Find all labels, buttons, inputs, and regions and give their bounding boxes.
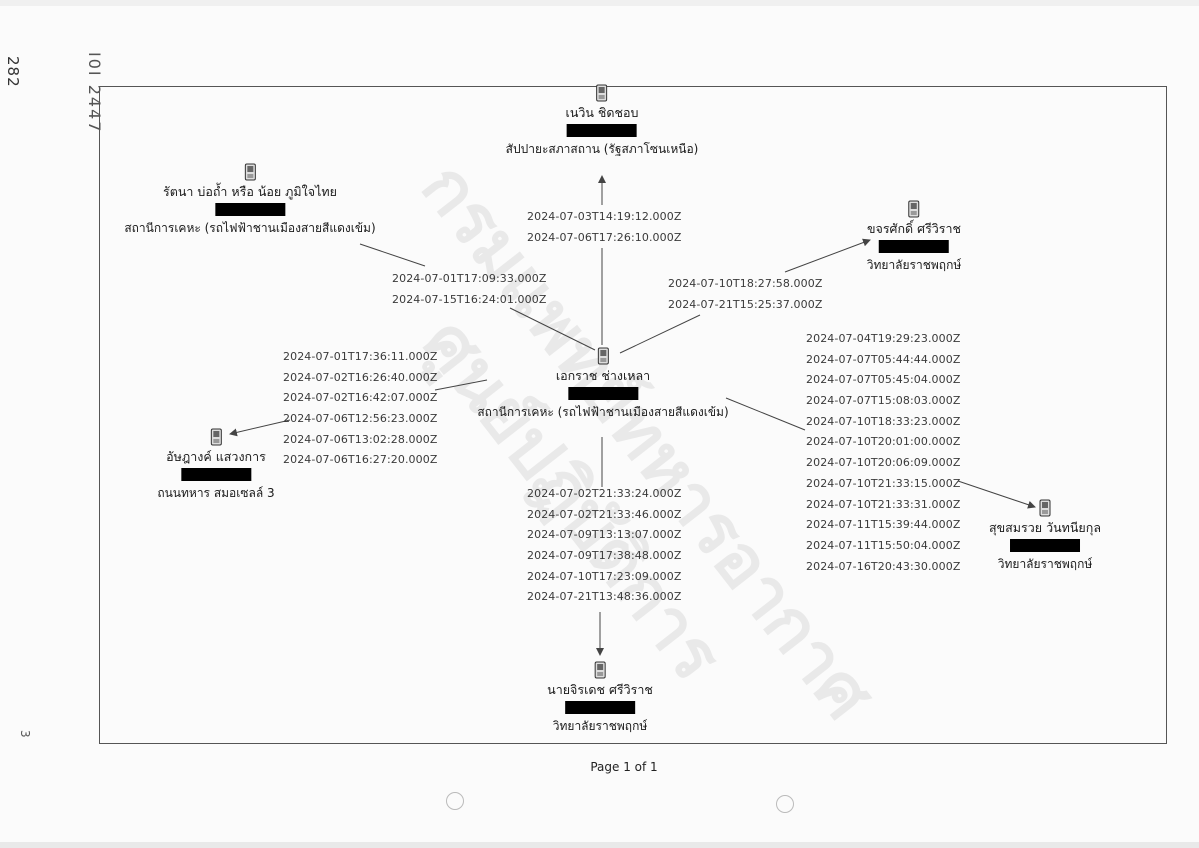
diagram-frame xyxy=(99,86,1167,744)
timestamp: 2024-07-09T13:13:07.000Z xyxy=(527,528,682,542)
punch-hole xyxy=(776,795,794,813)
timestamp: 2024-07-16T20:43:30.000Z xyxy=(806,559,961,573)
node-left-place: ถนนทหาร สมอเซลล์ 3 xyxy=(157,486,275,500)
timestamp: 2024-07-04T19:29:23.000Z xyxy=(806,332,961,345)
timestamp: 2024-07-21T13:48:36.000Z xyxy=(527,590,682,604)
node-left-name: อัษฎางค์ แสวงการ xyxy=(166,449,266,464)
node-right-place: วิทยาลัยราชพฤกษ์ xyxy=(997,557,1093,571)
mobile-phone-icon xyxy=(594,661,606,679)
node-left-redaction xyxy=(181,468,251,481)
timestamps-top-right: 2024-07-10T18:27:58.000Z 2024-07-21T15:2… xyxy=(668,274,822,315)
node-top-right-name: ขจรศักดิ์ ศรีวิราช xyxy=(866,221,962,236)
timestamp: 2024-07-10T17:23:09.000Z xyxy=(527,569,682,583)
node-bottom-redaction xyxy=(564,701,635,714)
node-center[interactable]: เอกราช ช่างเหลา สถานีการเคหะ (รถไฟฟ้าชาน… xyxy=(477,347,729,420)
mobile-phone-icon xyxy=(210,428,222,446)
page-footer: Page 1 of 1 xyxy=(590,760,658,774)
timestamp: 2024-07-11T15:39:44.000Z xyxy=(806,518,961,532)
timestamp: 2024-07-09T17:38:48.000Z xyxy=(527,549,682,563)
timestamp: 2024-07-02T16:42:07.000Z xyxy=(283,391,438,405)
timestamp: 2024-07-21T15:25:37.000Z xyxy=(668,297,823,311)
timestamps-top-left: 2024-07-01T17:09:33.000Z 2024-07-15T16:2… xyxy=(392,269,546,310)
timestamp: 2024-07-10T18:33:23.000Z xyxy=(806,414,961,428)
node-top-place: สัปปายะสภาสถาน (รัฐสภาโซนเหนือ) xyxy=(505,142,699,156)
mobile-phone-icon xyxy=(597,347,609,365)
timestamp: 2024-07-10T18:27:58.000Z xyxy=(668,277,823,290)
timestamp: 2024-07-01T17:36:11.000Z xyxy=(283,350,438,363)
timestamp: 2024-07-10T21:33:15.000Z xyxy=(806,476,961,490)
node-top-left[interactable]: รัตนา บ่อถ้ำ หรือ น้อย ภูมิใจไทย สถานีกา… xyxy=(124,163,376,236)
timestamp: 2024-07-01T17:09:33.000Z xyxy=(392,272,547,285)
node-right[interactable]: สุขสมรวย วันทนียกุล วิทยาลัยราชพฤกษ์ xyxy=(989,499,1101,572)
node-bottom-name: นายจิรเดช ศรีวิราช xyxy=(547,682,653,697)
node-top-right-redaction xyxy=(878,240,949,253)
punch-hole xyxy=(446,792,464,810)
timestamp: 2024-07-02T16:26:40.000Z xyxy=(283,370,438,384)
timestamp: 2024-07-06T13:02:28.000Z xyxy=(283,432,438,446)
timestamps-left: 2024-07-01T17:36:11.000Z 2024-07-02T16:2… xyxy=(283,347,437,471)
timestamp: 2024-07-11T15:50:04.000Z xyxy=(806,538,961,552)
node-top-right-place: วิทยาลัยราชพฤกษ์ xyxy=(866,258,962,272)
timestamp: 2024-07-02T21:33:46.000Z xyxy=(527,507,682,521)
timestamp: 2024-07-10T20:06:09.000Z xyxy=(806,456,961,470)
scan-top-edge xyxy=(0,0,1199,6)
node-bottom-place: วิทยาลัยราชพฤกษ์ xyxy=(552,719,648,733)
node-top-left-place: สถานีการเคหะ (รถไฟฟ้าชานเมืองสายสีแดงเข้… xyxy=(124,221,376,235)
node-top-left-redaction xyxy=(215,203,285,216)
node-top-name: เนวิน ชิดชอบ xyxy=(565,105,639,120)
timestamp: 2024-07-07T15:08:03.000Z xyxy=(806,394,961,408)
timestamp: 2024-07-10T20:01:00.000Z xyxy=(806,435,961,449)
timestamps-bottom: 2024-07-02T21:33:24.000Z 2024-07-02T21:3… xyxy=(527,484,681,608)
mobile-phone-icon xyxy=(1039,499,1051,517)
timestamp: 2024-07-06T17:26:10.000Z xyxy=(527,230,682,244)
timestamps-right: 2024-07-04T19:29:23.000Z 2024-07-07T05:4… xyxy=(806,329,960,577)
timestamp: 2024-07-06T16:27:20.000Z xyxy=(283,453,438,467)
node-bottom[interactable]: นายจิรเดช ศรีวิราช วิทยาลัยราชพฤกษ์ xyxy=(547,661,653,734)
timestamp: 2024-07-07T05:44:44.000Z xyxy=(806,352,961,366)
timestamp: 2024-07-07T05:45:04.000Z xyxy=(806,373,961,387)
node-top-right[interactable]: ขจรศักดิ์ ศรีวิราช วิทยาลัยราชพฤกษ์ xyxy=(867,200,961,273)
timestamps-top: 2024-07-03T14:19:12.000Z 2024-07-06T17:2… xyxy=(527,207,681,248)
node-left[interactable]: อัษฎางค์ แสวงการ ถนนทหาร สมอเซลล์ 3 xyxy=(157,428,275,501)
mobile-phone-icon xyxy=(908,200,920,218)
mobile-phone-icon xyxy=(244,163,256,181)
node-top[interactable]: เนวิน ชิดชอบ สัปปายะสภาสถาน (รัฐสภาโซนเห… xyxy=(505,84,699,157)
node-center-name: เอกราช ช่างเหลา xyxy=(555,368,651,383)
timestamp: 2024-07-03T14:19:12.000Z xyxy=(527,210,682,223)
node-right-redaction xyxy=(1009,539,1080,552)
node-center-redaction xyxy=(568,387,638,400)
node-top-left-name: รัตนา บ่อถ้ำ หรือ น้อย ภูมิใจไทย xyxy=(163,184,337,199)
scan-bottom-edge xyxy=(0,842,1199,848)
page-side-number: 282 xyxy=(4,56,22,88)
timestamp: 2024-07-15T16:24:01.000Z xyxy=(392,292,547,306)
timestamp: 2024-07-10T21:33:31.000Z xyxy=(806,497,961,511)
node-right-name: สุขสมรวย วันทนียกุล xyxy=(989,520,1101,535)
mobile-phone-icon xyxy=(596,84,608,102)
node-top-redaction xyxy=(567,124,637,137)
timestamp: 2024-07-02T21:33:24.000Z xyxy=(527,487,682,500)
margin-mark: 3 xyxy=(18,730,32,738)
timestamp: 2024-07-06T12:56:23.000Z xyxy=(283,412,438,426)
node-center-place: สถานีการเคหะ (รถไฟฟ้าชานเมืองสายสีแดงเข้… xyxy=(477,405,729,419)
